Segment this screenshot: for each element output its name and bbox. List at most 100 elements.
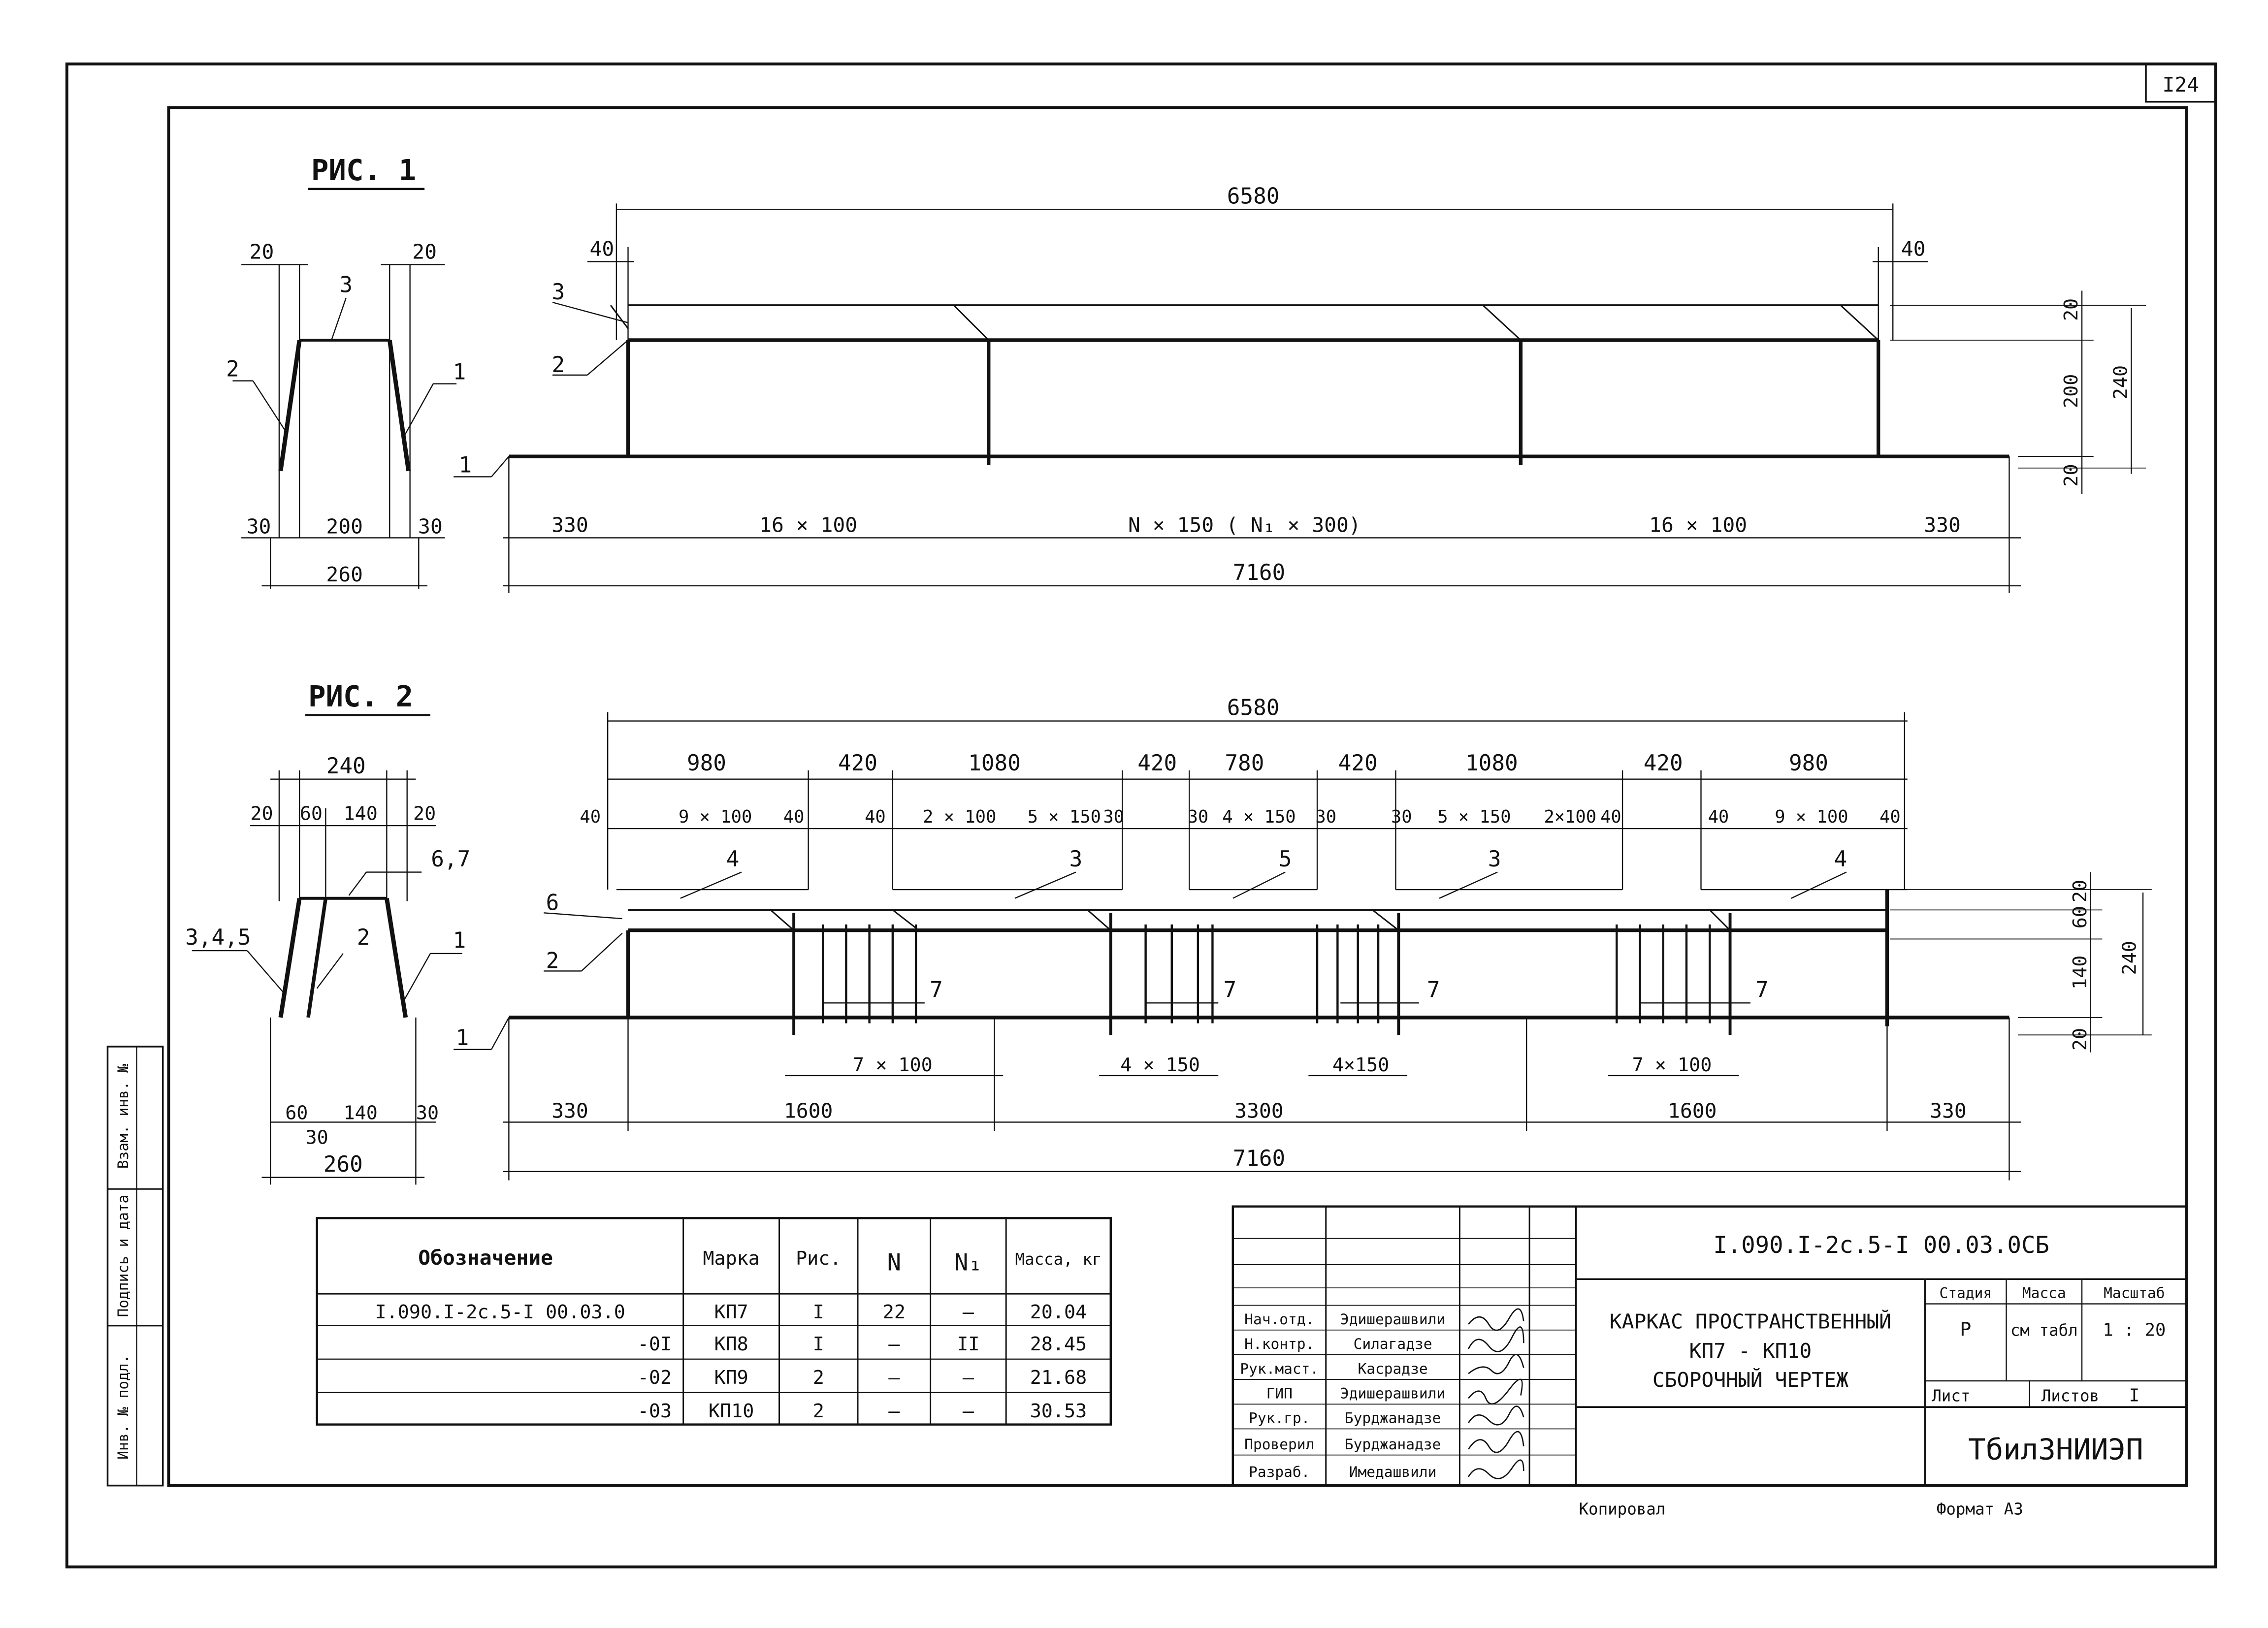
fig1-dim-40-left: 40 — [589, 237, 614, 261]
fig2-bottom-dim: 1600 — [1668, 1099, 1717, 1123]
fig2-sec-dim-140: 140 — [344, 802, 378, 825]
fig2-sub-dim: 40 — [1600, 807, 1621, 827]
spec-header-fig: Рис. — [796, 1247, 841, 1270]
spec-header-n1: N₁ — [954, 1249, 982, 1277]
fig1-dim-16x100-right: 16 × 100 — [1649, 513, 1747, 537]
spec-cell: – — [963, 1301, 974, 1323]
spec-cell: КП8 — [714, 1333, 748, 1355]
organization: ТбилЗНИИЭП — [1968, 1432, 2143, 1466]
title-block-code: I.090.I-2с.5-I 00.03.0СБ — [1713, 1232, 2049, 1259]
fig2-vdim: 60 — [2069, 906, 2091, 928]
name-label: Касрадзе — [1358, 1360, 1427, 1377]
title-line-1: КАРКАС ПРОСТРАНСТВЕННЫЙ — [1610, 1310, 1891, 1334]
fig1-sec-dim-20r: 20 — [412, 240, 437, 264]
fig1-callout-3: 3 — [551, 280, 565, 305]
fig2-sec-dim-20l: 20 — [250, 802, 273, 825]
fig2-sub-dims: 40 9 × 100 40 40 2 × 100 5 × 150 30 30 4… — [580, 807, 1900, 827]
fig2-callouts: 4 3 5 3 4 — [726, 847, 1847, 872]
fig2-sub-dim: 4 × 150 — [1222, 807, 1296, 827]
fig1-section: 20 20 3 2 1 30 200 30 260 — [226, 240, 466, 589]
table-row: -02 КП9 2 – – 21.68 — [638, 1367, 1087, 1389]
scale-value: 1 : 20 — [2103, 1320, 2166, 1341]
role-label: Рук.маст. — [1240, 1360, 1319, 1377]
fig2-vdim: 20 — [2069, 1028, 2091, 1051]
table-row: -0I КП8 I – II 28.45 — [638, 1333, 1087, 1355]
fig2-sec-callout-2: 2 — [357, 925, 370, 950]
sheets-value: I — [2129, 1385, 2139, 1405]
role-label: Н.контр. — [1244, 1336, 1314, 1352]
outer-frame — [65, 62, 2217, 1568]
name-label: Силагадзе — [1354, 1336, 1432, 1352]
fig2-sec-dim-60: 60 — [300, 802, 323, 825]
title-block-names: Эдишерашвили Силагадзе Касрадзе Эдишераш… — [1340, 1311, 1445, 1480]
fig2-top-dim: 420 — [1338, 751, 1378, 776]
spec-cell: 20.04 — [1030, 1301, 1087, 1323]
fig1-callout-2: 2 — [551, 352, 565, 378]
fig2-sec-bottom-60: 60 — [285, 1102, 308, 1124]
title-line-2: КП7 - КП10 — [1689, 1339, 1812, 1363]
footer-copied: Копировал — [1579, 1500, 1665, 1519]
role-label: Проверил — [1244, 1436, 1314, 1453]
fig2-sub-dim: 30 — [1103, 807, 1124, 827]
fig2-vertical-dims: 20 60 140 20 240 — [2069, 880, 2140, 1051]
fig2-callout-7: 7 — [1224, 978, 1237, 1003]
fig2-vdim-240: 240 — [2118, 941, 2140, 975]
name-label: Бурджанадзе — [1345, 1436, 1441, 1453]
spec-cell: II — [957, 1333, 979, 1355]
fig2-inner-dims: 7 × 100 4 × 150 4×150 7 × 100 — [853, 1054, 1712, 1076]
spec-cell: 28.45 — [1030, 1333, 1087, 1355]
fig2-sec-bottom-30r: 30 — [416, 1102, 439, 1124]
stage-value: Р — [1960, 1319, 1971, 1341]
fig1-dim-7160: 7160 — [1233, 560, 1286, 585]
spec-cell: I — [813, 1301, 824, 1323]
fig1-sec-dim-200: 200 — [326, 515, 363, 539]
fig2-top-dim: 420 — [1644, 751, 1683, 776]
fig2-callout: 5 — [1279, 847, 1292, 872]
fig2-inner-dim: 4×150 — [1332, 1054, 1390, 1076]
fig2-bottom-dim: 3300 — [1234, 1099, 1284, 1123]
fig2-vdim: 20 — [2069, 880, 2091, 902]
fig2-callout: 4 — [726, 847, 740, 872]
fig2-sec-dim-260: 260 — [324, 1152, 363, 1177]
fig2-bars-group-3 — [1316, 913, 1400, 1035]
role-label: Разраб. — [1249, 1464, 1310, 1480]
sheet-number: I24 — [2163, 73, 2200, 96]
side-stamp-vzam: Взам. инв. № — [115, 1064, 131, 1169]
fig1-dim-330-right: 330 — [1924, 513, 1961, 537]
spec-cell: – — [888, 1333, 900, 1355]
fig1-dim-middle: N × 150 ( N₁ × 300) — [1128, 513, 1361, 537]
fig2-top-dim: 1080 — [1465, 751, 1518, 776]
sheet-label: Лист — [1932, 1386, 1970, 1405]
spec-cell: – — [888, 1367, 900, 1389]
fig2-sub-dim: 40 — [865, 807, 886, 827]
name-label: Бурджанадзе — [1345, 1410, 1441, 1427]
name-label: Имедашвили — [1349, 1464, 1437, 1480]
fig2-bottom-dims: 330 1600 3300 1600 330 — [551, 1099, 1967, 1123]
fig2-title: РИС. 2 — [308, 679, 413, 713]
fig2-bars-group-2 — [1109, 913, 1214, 1035]
fig2-sec-callout-67: 6,7 — [431, 847, 470, 872]
fig2-sub-dim: 9 × 100 — [1775, 807, 1848, 827]
fig1-sec-callout-1: 1 — [453, 360, 466, 385]
fig2-callout: 4 — [1834, 847, 1847, 872]
fig2-sub-dim: 40 — [580, 807, 601, 827]
fig1-title: РИС. 1 — [311, 153, 416, 187]
fig2-callout: 3 — [1488, 847, 1501, 872]
title-block: I.090.I-2с.5-I 00.03.0СБ КАРКАС ПРОСТРАН… — [1231, 1205, 2188, 1487]
fig2-callout-7: 7 — [1755, 978, 1769, 1003]
spec-cell: 2 — [813, 1400, 824, 1422]
fig1-vdim-20-bottom: 20 — [2060, 464, 2082, 486]
signatures — [1467, 1308, 1524, 1479]
title-block-roles: Нач.отд. Н.контр. Рук.маст. ГИП Рук.гр. … — [1240, 1311, 1319, 1480]
fig2-top-dim: 980 — [687, 751, 726, 776]
name-label: Эдишерашвили — [1340, 1385, 1445, 1402]
fig2-sub-dim: 2×100 — [1544, 807, 1596, 827]
role-label: Нач.отд. — [1244, 1311, 1314, 1328]
fig2-callout-2: 2 — [546, 948, 559, 973]
fig2-top-dims: 980 420 1080 420 780 420 1080 420 980 — [687, 751, 1828, 776]
fig1-sec-dim-20l: 20 — [250, 240, 274, 264]
figure-2: РИС. 2 240 20 — [185, 679, 2152, 1185]
figure-1: РИС. 1 20 20 3 2 1 30 — [226, 153, 2146, 593]
fig2-sec-dim-240: 240 — [326, 754, 366, 779]
fig2-dim-6580: 6580 — [1227, 696, 1280, 721]
